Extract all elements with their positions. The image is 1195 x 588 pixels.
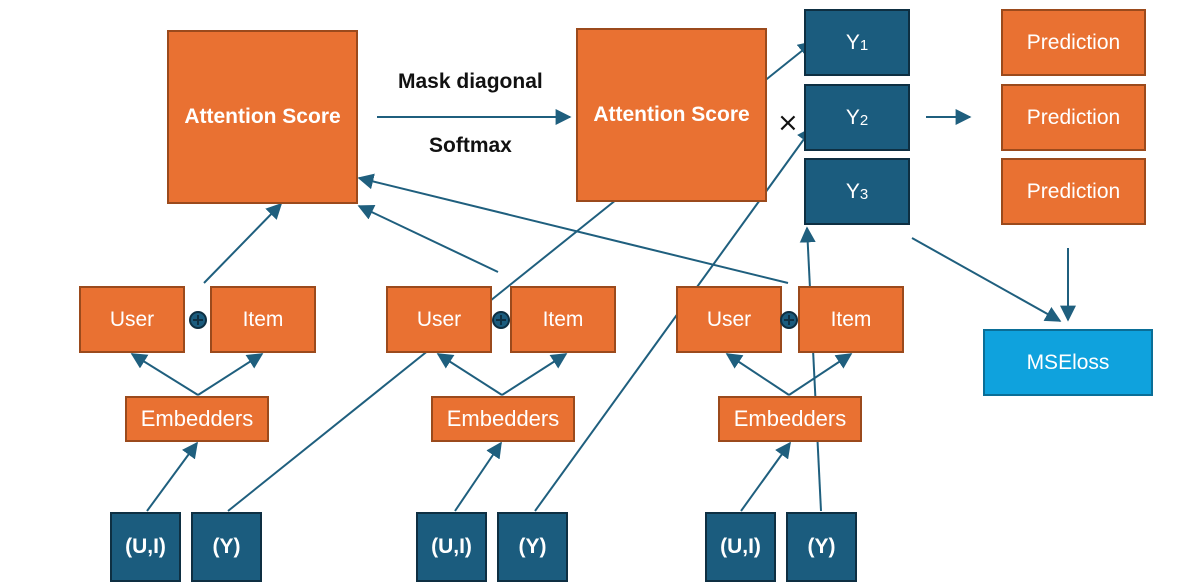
edge-g3-ui-to-emb: [740, 441, 791, 512]
edge-g1-emb-to-user: [130, 353, 199, 396]
group-2-input-y: (Y): [497, 512, 568, 582]
group-2-embedders: Embedders: [431, 396, 575, 442]
group-3-user: User: [676, 286, 782, 353]
group-3-item: Item: [798, 286, 904, 353]
group-1-item: Item: [210, 286, 316, 353]
prediction-2: Prediction: [1001, 84, 1146, 151]
group-2-concat-icon: [492, 311, 510, 329]
edge-g3-emb-to-user: [725, 353, 790, 396]
softmax-label: Softmax: [429, 134, 512, 157]
y-output-1-base: Y: [845, 30, 860, 54]
y-output-1-sub: 1: [859, 37, 869, 54]
edge-g2-user-to-attention: [357, 204, 499, 273]
edge-y3-to-loss: [911, 237, 1062, 322]
group-2-input-ui: (U,I): [416, 512, 487, 582]
prediction-3: Prediction: [1001, 158, 1146, 225]
attention-score-right: Attention Score: [576, 28, 767, 202]
edge-g1-ui-to-emb: [146, 441, 198, 512]
group-2-user: User: [386, 286, 492, 353]
group-2-item: Item: [510, 286, 616, 353]
y-output-2-sub: 2: [859, 112, 869, 129]
group-1-input-ui: (U,I): [110, 512, 181, 582]
group-1-concat-icon: [189, 311, 207, 329]
edge-g2-ui-to-emb: [454, 441, 502, 512]
group-1-user: User: [79, 286, 185, 353]
mse-loss: MSEloss: [983, 329, 1153, 396]
group-3-input-ui: (U,I): [705, 512, 776, 582]
attention-score-left: Attention Score: [167, 30, 358, 204]
edge-g1-user-to-attention: [203, 202, 283, 284]
group-1-input-y: (Y): [191, 512, 262, 582]
edge-g1-emb-to-item: [197, 353, 264, 396]
multiply-symbol: ×: [777, 108, 799, 138]
edge-g2-emb-to-item: [501, 353, 568, 396]
group-3-embedders: Embedders: [718, 396, 862, 442]
group-3-input-y: (Y): [786, 512, 857, 582]
edge-g3-y-to-y3: [799, 226, 822, 512]
group-1-embedders: Embedders: [125, 396, 269, 442]
prediction-1: Prediction: [1001, 9, 1146, 76]
y-output-2-base: Y: [845, 105, 860, 129]
y-output-3-sub: 3: [859, 186, 869, 203]
group-3-concat-icon: [780, 311, 798, 329]
mask-diagonal-label: Mask diagonal: [398, 70, 543, 93]
y-output-3-base: Y: [845, 179, 860, 203]
edge-g3-emb-to-item: [788, 353, 853, 396]
edge-g2-emb-to-user: [436, 353, 503, 396]
